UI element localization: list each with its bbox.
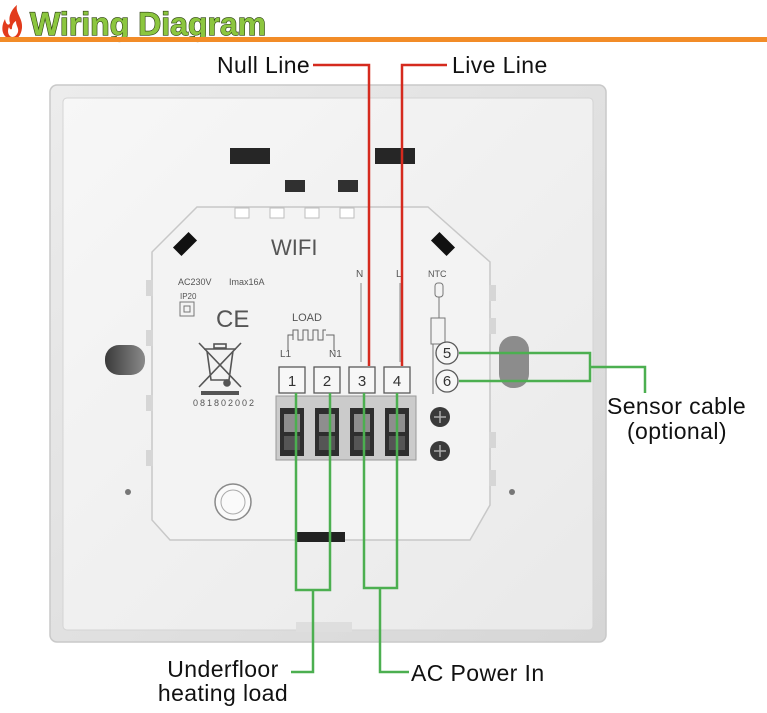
housing-notch — [489, 470, 496, 486]
live-line-wire — [400, 63, 447, 366]
l1-label: L1 — [280, 349, 292, 360]
terminal-2 — [313, 366, 341, 394]
terminal-3 — [348, 366, 376, 394]
voltage-rating: AC230V — [178, 277, 212, 287]
bottom-notch — [296, 622, 352, 632]
vent-hole — [304, 207, 320, 219]
ce-mark: CE — [216, 306, 249, 333]
housing-notch — [146, 330, 153, 346]
screw-slot-right — [499, 336, 529, 388]
power-wire-lead — [378, 588, 409, 674]
housing-notch — [489, 285, 496, 301]
wifi-label: WIFI — [271, 235, 317, 260]
terminal-6-number: 6 — [443, 373, 451, 390]
reset-hole-inner — [220, 489, 246, 515]
screw-slot-left — [105, 345, 145, 375]
vent-hole — [234, 207, 250, 219]
housing-notch — [146, 280, 153, 296]
vent-hole — [339, 207, 355, 219]
page-title: Wiring Diagram — [30, 6, 266, 42]
header: Wiring Diagram — [0, 5, 767, 43]
pin-hole — [509, 489, 515, 495]
terminal-3-number: 3 — [358, 373, 366, 390]
mounting-slot — [285, 180, 305, 192]
housing-notch — [146, 450, 153, 466]
terminal-1 — [278, 366, 306, 394]
weee-bin-icon — [198, 342, 242, 395]
current-rating: Imax16A — [229, 277, 265, 287]
reset-hole — [214, 483, 252, 521]
mounting-slot — [230, 148, 270, 164]
heating-element-symbol — [292, 329, 326, 341]
sensor-cable-optional-label: (optional) — [627, 418, 727, 444]
mounting-slot — [375, 148, 415, 164]
ac-power-in-label: AC Power In — [411, 660, 545, 686]
null-line-label: Null Line — [217, 52, 310, 78]
double-insulation-inner — [183, 305, 191, 313]
clip-slot — [172, 231, 198, 257]
rear-module: WIFI AC230V Imax16A IP20 CE 081802002 LO… — [146, 206, 496, 542]
terminal-2-number: 2 — [323, 373, 331, 390]
live-line-label: Live Line — [452, 52, 548, 78]
terminal-6 — [435, 369, 459, 393]
sensor-wire-lead — [590, 365, 647, 393]
load-bracket — [287, 334, 335, 351]
terminal-5 — [435, 341, 459, 365]
n-label: N — [356, 269, 363, 280]
ntc-label: NTC — [428, 269, 447, 279]
pin-hole — [125, 489, 131, 495]
load-label: LOAD — [292, 312, 322, 324]
double-insulation-icon — [179, 301, 195, 317]
sensor-screw — [430, 407, 450, 427]
sensor-screw — [430, 441, 450, 461]
vent-hole — [269, 207, 285, 219]
clip-slot — [430, 231, 456, 257]
heating-load-label: heating load — [158, 680, 288, 706]
ip-rating: IP20 — [180, 292, 197, 301]
mounting-slot — [338, 180, 358, 192]
housing-notch — [146, 395, 153, 411]
terminal-5-number: 5 — [443, 345, 451, 362]
terminal-4-number: 4 — [393, 373, 401, 390]
bottom-tab — [297, 532, 345, 542]
header-divider — [0, 37, 767, 42]
underfloor-label: Underfloor — [167, 656, 278, 682]
housing-notch — [489, 318, 496, 334]
ntc-sensor-icon — [430, 282, 446, 394]
housing-notch — [489, 432, 496, 448]
terminal-1-number: 1 — [288, 373, 296, 390]
null-line-wire — [313, 63, 371, 366]
sensor-cable-label: Sensor cable — [607, 393, 746, 419]
flame-icon — [2, 5, 23, 40]
serial-number: 081802002 — [193, 398, 256, 408]
n1-label: N1 — [329, 349, 342, 360]
load-wire-lead — [291, 590, 315, 674]
terminal-4 — [383, 366, 411, 394]
l-label: L — [396, 269, 402, 280]
